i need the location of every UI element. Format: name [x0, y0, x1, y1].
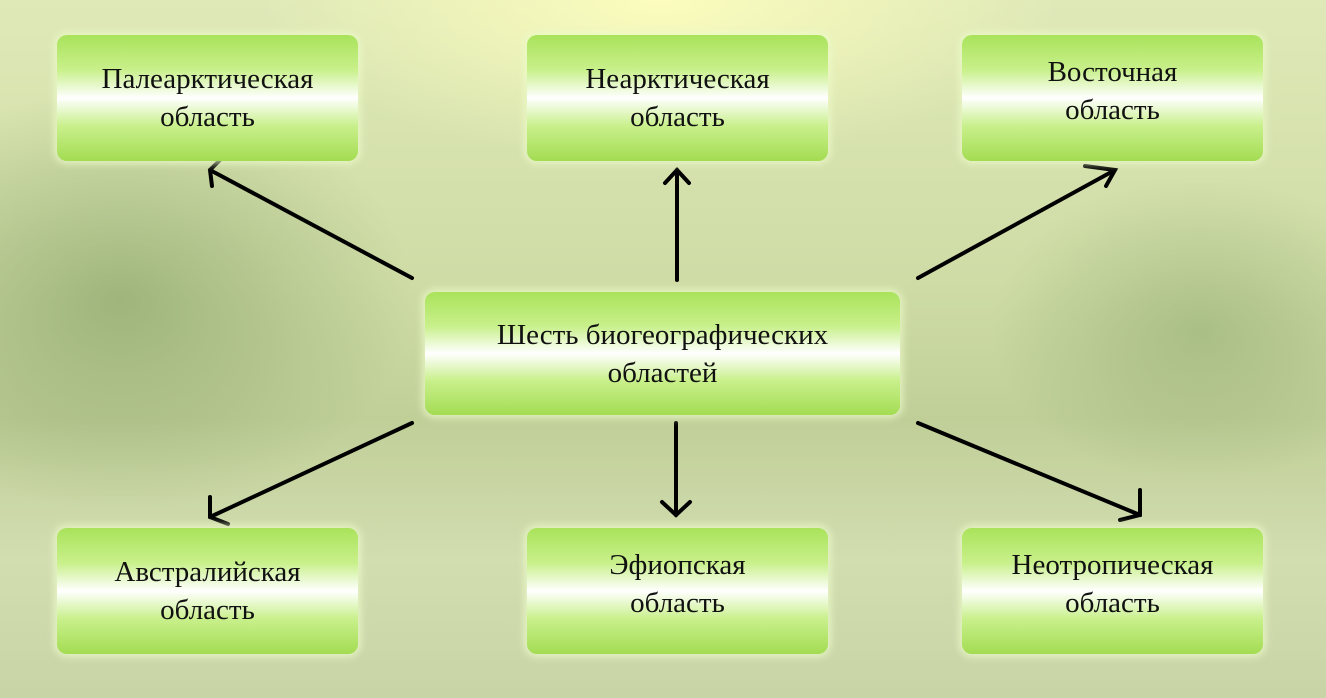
center-line2: областей [607, 356, 718, 389]
region-suffix: область [1065, 587, 1160, 619]
arrow-oriental [916, 164, 1119, 280]
region-palearctic: Палеарктическая область [57, 35, 358, 161]
arrow-neotropical [916, 421, 1142, 522]
region-suffix: область [160, 594, 255, 626]
region-name: Неарктическая [585, 63, 770, 95]
region-name: Неотропическая [1011, 549, 1214, 581]
region-suffix: область [1065, 94, 1160, 126]
region-name: Восточная [1047, 56, 1178, 88]
arrow-australian [208, 421, 414, 526]
region-suffix: область [160, 101, 255, 133]
region-name: Эфиопская [609, 549, 746, 581]
center-box: Шесть биогеографических областей [425, 292, 900, 415]
region-australian: Австралийская область [57, 528, 358, 654]
region-suffix: область [630, 101, 725, 133]
region-name: Австралийская [114, 556, 301, 588]
region-oriental: Восточная область [962, 35, 1263, 161]
arrow-ethiopian [660, 421, 692, 518]
region-nearctic: Неарктическая область [527, 35, 828, 161]
center-line1: Шесть биогеографических [496, 318, 829, 351]
region-name: Палеарктическая [101, 63, 314, 95]
region-neotropical: Неотропическая область [962, 528, 1263, 654]
arrow-nearctic [663, 167, 691, 282]
region-suffix: область [630, 587, 725, 619]
region-ethiopian: Эфиопская область [527, 528, 828, 654]
arrow-palearctic [207, 156, 414, 280]
